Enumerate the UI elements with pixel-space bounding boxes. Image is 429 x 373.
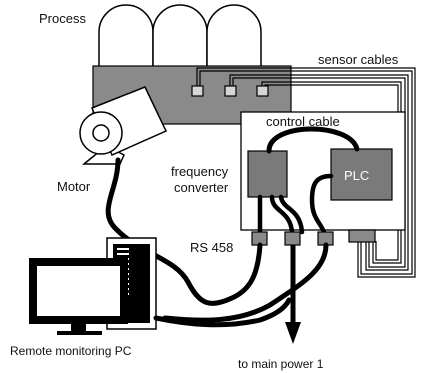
connectors: [251, 229, 376, 246]
monitor-stand: [57, 331, 102, 335]
motor-cable: [162, 242, 329, 323]
monitor-glass: [37, 266, 120, 316]
sensor-1: [191, 85, 204, 97]
connector-main-power: [284, 231, 301, 246]
main-power-arrow: [285, 322, 301, 344]
tank-1: [98, 4, 154, 66]
pc-link-cable: [153, 297, 292, 328]
tank-3: [206, 4, 262, 66]
label-converter: converter: [174, 180, 229, 195]
frequency-converter-box: [247, 150, 288, 198]
sensors: [191, 85, 269, 97]
label-motor: Motor: [57, 179, 91, 194]
motor-to-pc-cable: [105, 157, 263, 306]
monitor-neck: [71, 324, 86, 331]
tank-2: [152, 4, 208, 66]
sensor-2: [224, 85, 237, 97]
label-process: Process: [39, 11, 86, 26]
label-plc: PLC: [344, 168, 369, 183]
sensor-3: [256, 85, 269, 97]
label-sensor-cables: sensor cables: [318, 52, 399, 67]
motor: [79, 86, 168, 165]
label-main-power: to main power 1: [238, 357, 324, 371]
control-cable: [266, 126, 360, 154]
internal-wiring: [257, 173, 334, 235]
motor-shaft: [92, 124, 110, 142]
connector-sensors: [348, 229, 376, 243]
label-control-cable: control cable: [266, 114, 340, 129]
pc-monitor: [29, 258, 128, 335]
label-rs458: RS 458: [190, 240, 233, 255]
process-tanks: [98, 4, 262, 66]
label-remote-pc: Remote monitoring PC: [10, 344, 132, 358]
label-frequency: frequency: [171, 164, 229, 179]
